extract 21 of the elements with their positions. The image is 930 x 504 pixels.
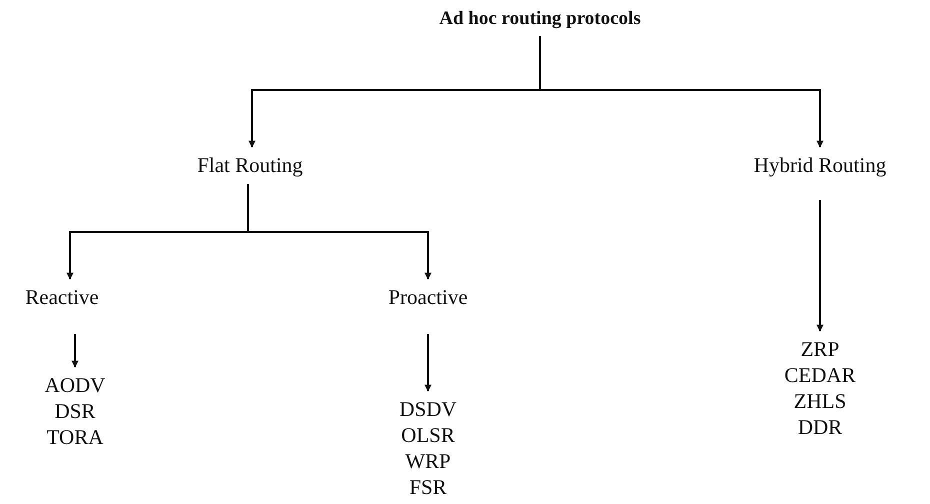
arrow bbox=[247, 184, 432, 280]
arrow bbox=[72, 334, 78, 368]
node-label: Flat Routing bbox=[197, 152, 303, 178]
arrow bbox=[816, 200, 824, 332]
diagram-title: Ad hoc routing protocols bbox=[438, 7, 642, 31]
arrow bbox=[539, 36, 824, 148]
node-label: DDR bbox=[798, 414, 842, 440]
node-label: AODV bbox=[44, 372, 106, 398]
node-label: CEDAR bbox=[784, 362, 856, 388]
node-label: ZRP bbox=[800, 336, 840, 362]
node-label: DSR bbox=[54, 398, 96, 424]
node-label: Hybrid Routing bbox=[754, 152, 886, 178]
node-label: ZHLS bbox=[794, 388, 846, 414]
node-label: Proactive bbox=[388, 284, 468, 310]
node-label: FSR bbox=[409, 474, 447, 500]
arrow bbox=[424, 334, 432, 392]
node-label: Reactive bbox=[25, 284, 99, 310]
node-label: WRP bbox=[405, 448, 451, 474]
node-label: TORA bbox=[46, 424, 104, 450]
node-label: OLSR bbox=[401, 422, 455, 448]
node-label: DSDV bbox=[399, 396, 457, 422]
